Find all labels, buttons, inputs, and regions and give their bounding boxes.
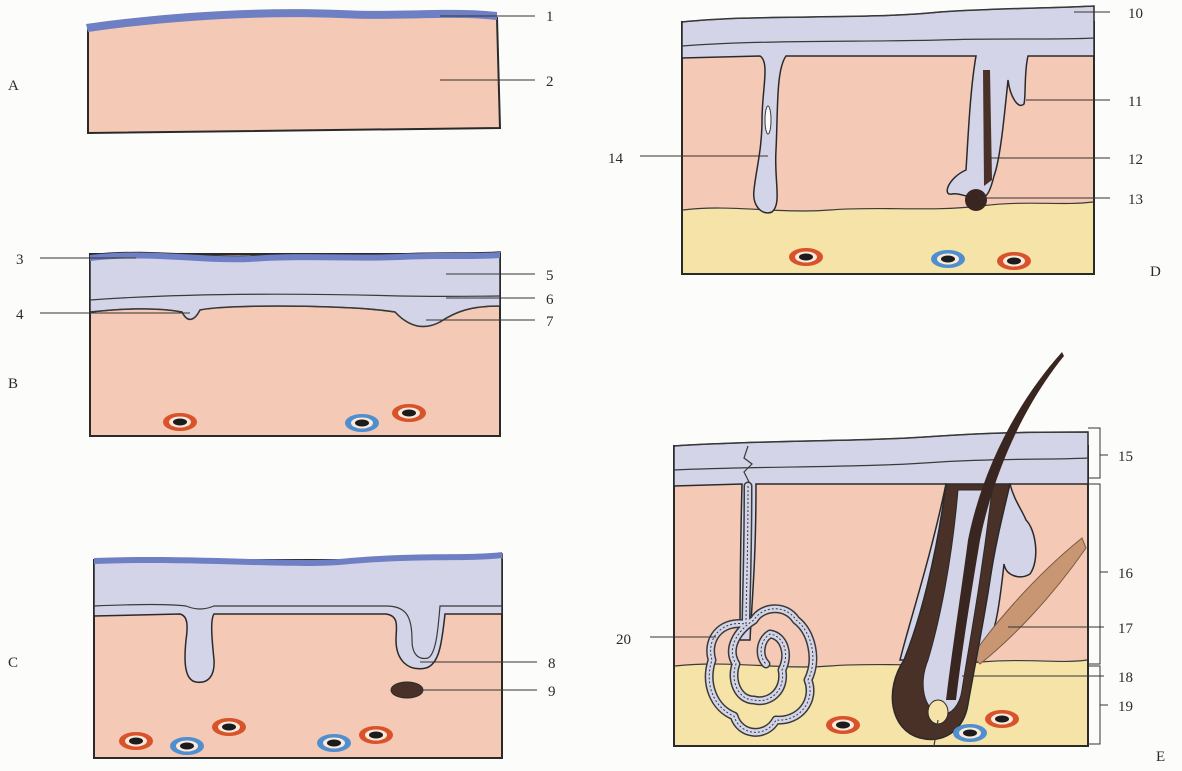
callout-18: 18	[1118, 670, 1133, 686]
artery-cross-section	[997, 252, 1031, 270]
artery-cross-section	[985, 710, 1019, 728]
vein-cross-section	[170, 737, 204, 755]
callout-14: 14	[608, 151, 624, 167]
artery-cross-section	[392, 404, 426, 422]
panel-label-c: C	[8, 655, 18, 671]
panel-b	[90, 252, 500, 436]
callout-15: 15	[1118, 449, 1133, 465]
panel-d	[682, 6, 1094, 274]
panel-label-e: E	[1156, 749, 1165, 765]
callout-5: 5	[546, 268, 554, 284]
callout-11: 11	[1128, 94, 1142, 110]
callout-16: 16	[1118, 566, 1134, 582]
panel-d-hypodermis	[683, 202, 1093, 273]
panel-label-d: D	[1150, 264, 1161, 280]
panel-d-sweat-duct-lumen	[765, 106, 771, 134]
callout-7: 7	[546, 314, 554, 330]
callout-17: 17	[1118, 621, 1134, 637]
callout-9: 9	[548, 684, 556, 700]
panel-label-a: A	[8, 78, 19, 94]
callout-20: 20	[616, 632, 631, 648]
panel-e	[674, 352, 1088, 746]
callout-10: 10	[1128, 6, 1143, 22]
panel-a	[86, 9, 500, 133]
panel-a-dermis	[88, 15, 500, 133]
callout-4: 4	[16, 307, 24, 323]
vein-cross-section	[953, 724, 987, 742]
bracket-15	[1088, 428, 1108, 478]
callout-13: 13	[1128, 192, 1143, 208]
vein-cross-section	[345, 414, 379, 432]
artery-cross-section	[359, 726, 393, 744]
callout-12: 12	[1128, 152, 1143, 168]
artery-cross-section	[212, 718, 246, 736]
artery-cross-section	[119, 732, 153, 750]
bracket-16	[1088, 484, 1108, 664]
artery-cross-section	[163, 413, 197, 431]
vein-cross-section	[931, 250, 965, 268]
panel-d-dermal-papilla	[965, 189, 987, 211]
callout-1: 1	[546, 9, 554, 25]
artery-cross-section	[789, 248, 823, 266]
callout-6: 6	[546, 292, 554, 308]
bracket-19	[1088, 666, 1108, 744]
callout-8: 8	[548, 656, 556, 672]
callout-19: 19	[1118, 699, 1133, 715]
callout-3: 3	[16, 252, 24, 268]
callout-2: 2	[546, 74, 554, 90]
artery-cross-section	[826, 716, 860, 734]
panel-label-b: B	[8, 376, 18, 392]
panel-c	[94, 552, 502, 758]
vein-cross-section	[317, 734, 351, 752]
